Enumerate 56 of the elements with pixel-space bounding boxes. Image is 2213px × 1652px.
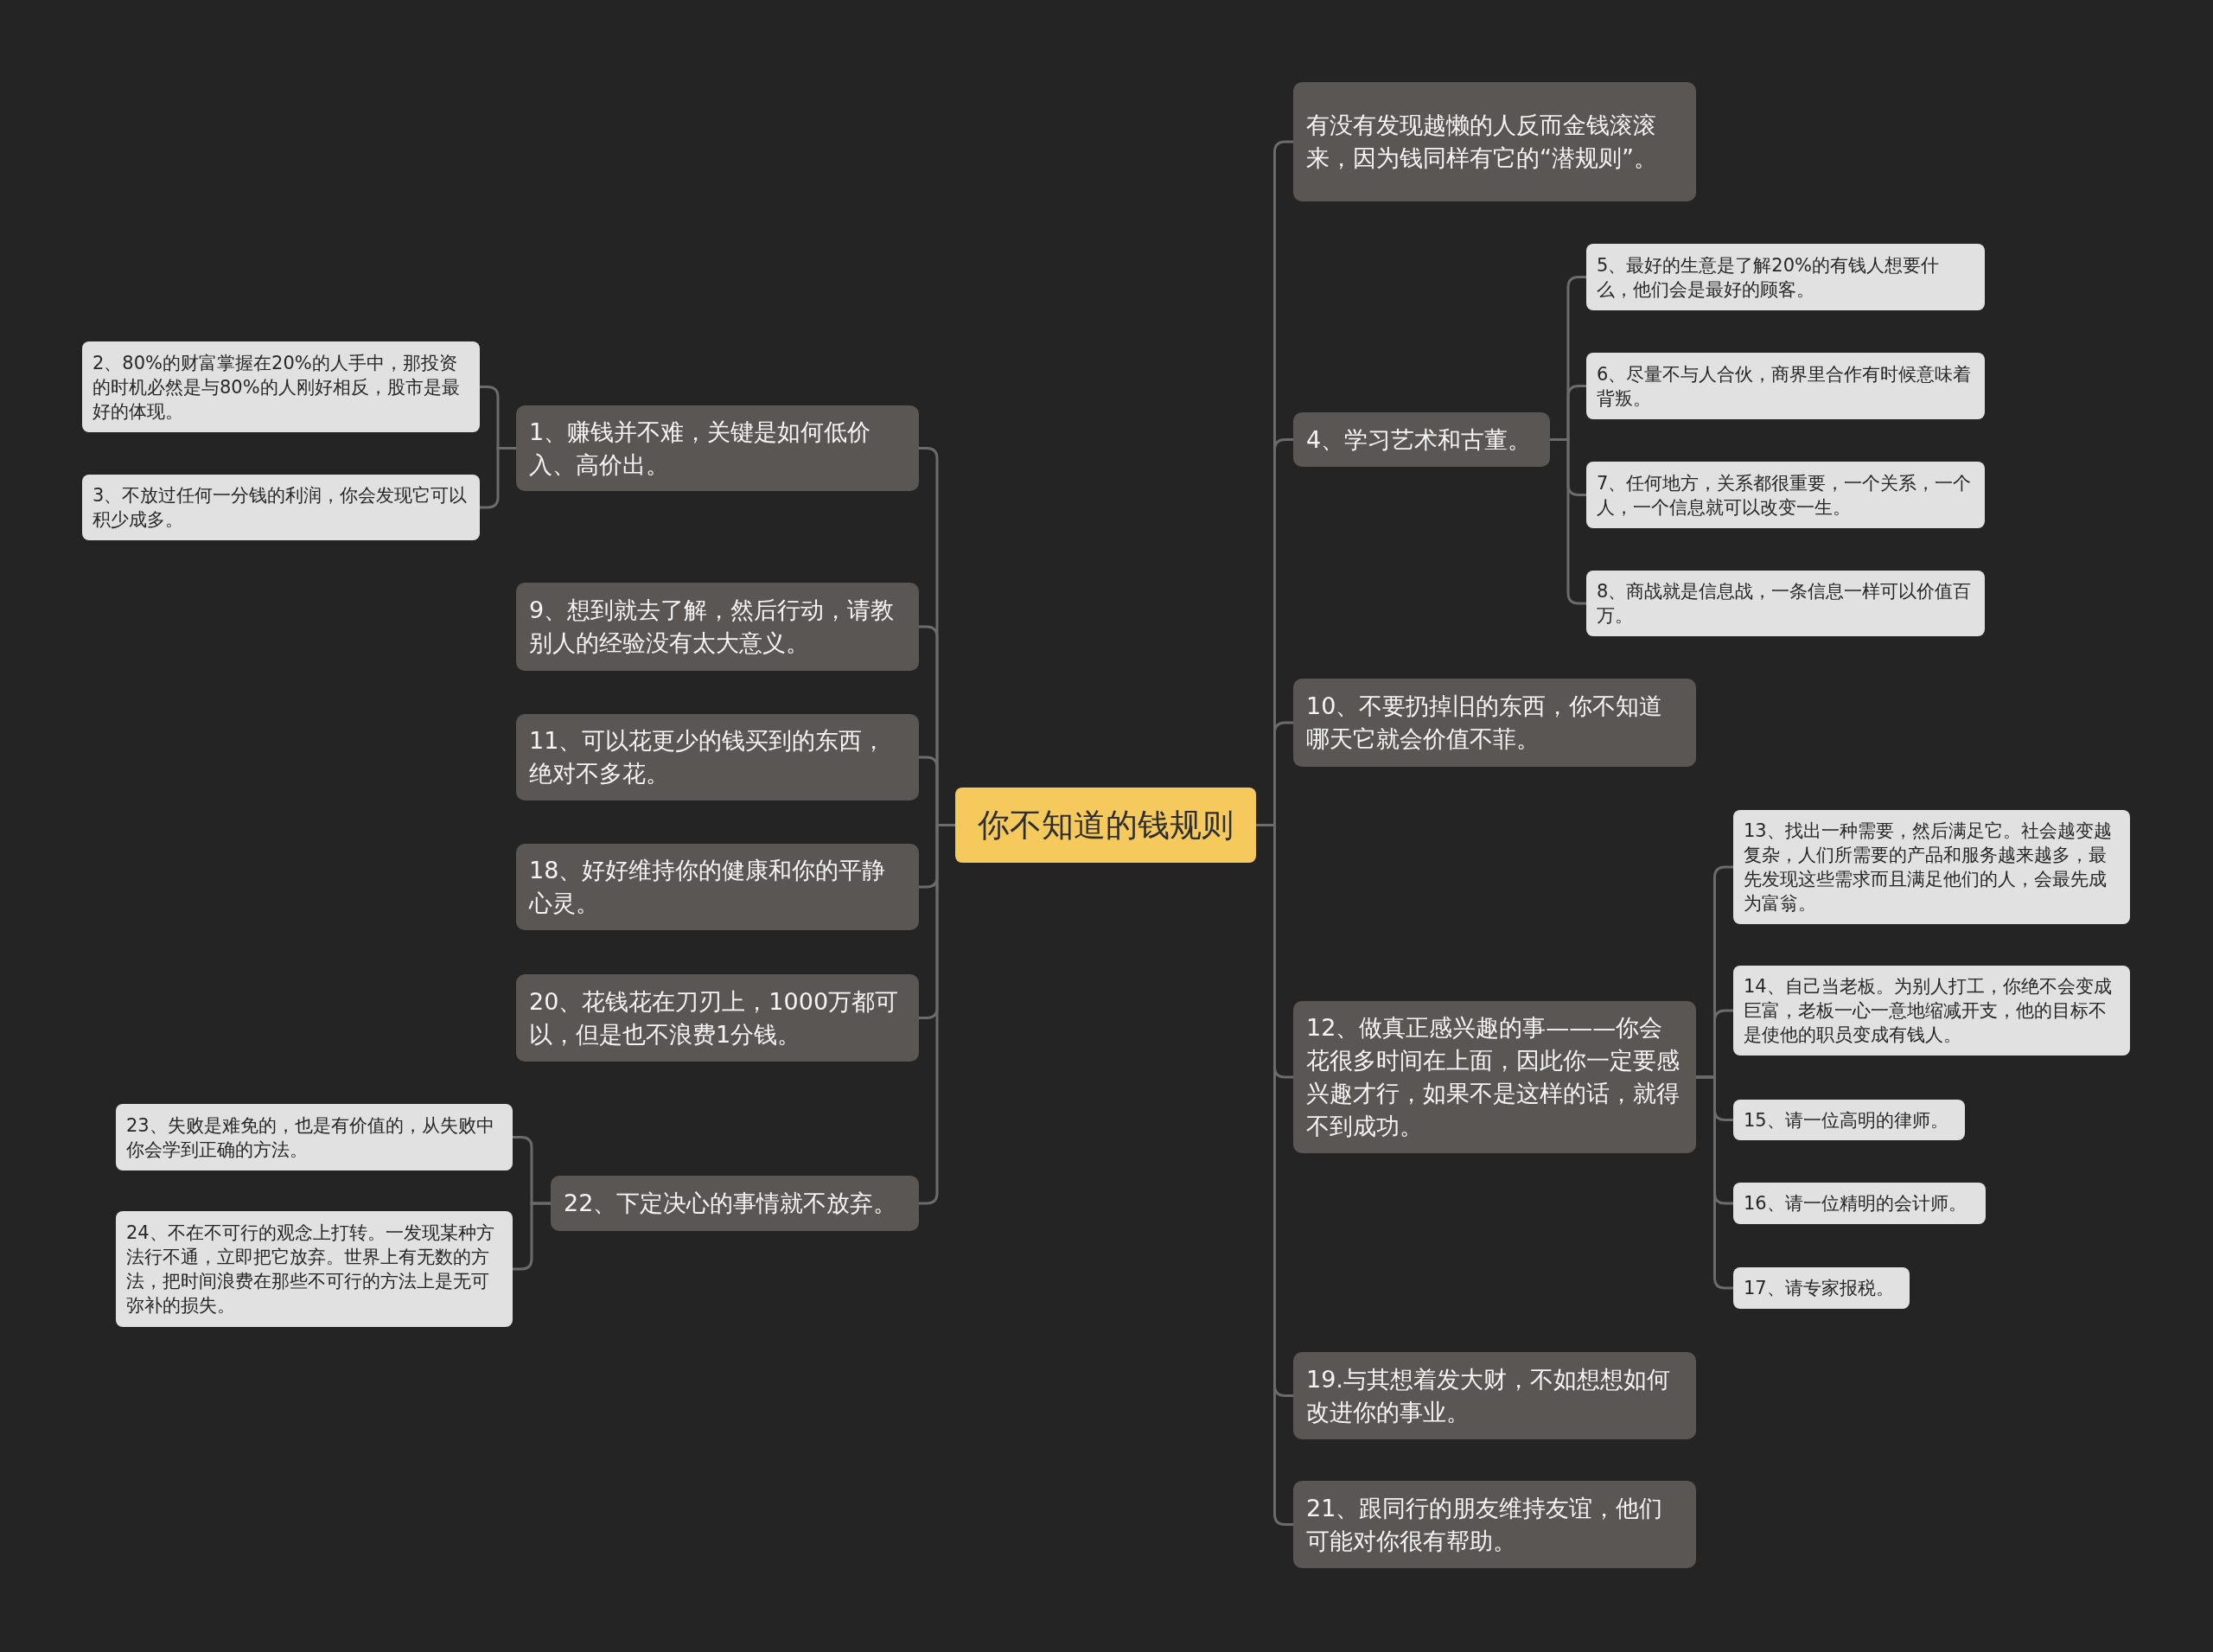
subtopic-box	[1586, 462, 1985, 528]
subtopic-text: 24、不在不可行的观念上打转。一发现某种方法行不通，立即把它放弃。世界上有无数的方法，把时间浪费在那些不可行的方法上是无可弥补的损失。	[126, 1221, 495, 1317]
main-topic-box	[516, 405, 919, 491]
main-topic-box	[1293, 1352, 1696, 1439]
subtopic-text: 14、自己当老板。为别人打工，你绝不会变成巨富，老板一心一意地缩减开支，他的目标不是使他的职员变成有钱人。	[1744, 975, 2113, 1047]
main-topic-text: 9、想到就去了解，然后行动，请教别人的经验没有太大意义。	[529, 596, 896, 658]
subtopic-text: 2、80%的财富掌握在20%的人手中，那投资的时机必然是与80%的人刚好相反，股市是最好的体现。	[92, 351, 461, 424]
subtopic-text: 3、不放过任何一分钱的利润，你会发现它可以积少成多。	[92, 484, 469, 532]
main-topic-text: 19.与其想着发大财，不如想想如何改进你的事业。	[1306, 1364, 1671, 1427]
subtopic-box	[1733, 1183, 1986, 1224]
subtopic-box	[1733, 1267, 1910, 1309]
main-topic-text: 4、学习艺术和古董。	[1306, 424, 1533, 455]
main-topic-text: 有没有发现越懒的人反而金钱滚滚来，因为钱同样有它的“潜规则”。	[1306, 111, 1658, 173]
subtopic-box	[116, 1104, 513, 1170]
main-topic-box	[1293, 1001, 1696, 1153]
subtopic-text: 23、失败是难免的，也是有价值的，从失败中你会学到正确的方法。	[126, 1113, 495, 1162]
subtopic-box	[1733, 966, 2130, 1056]
subtopic-text: 16、请一位精明的会计师。	[1744, 1192, 1967, 1215]
subtopic-box	[82, 475, 480, 540]
connector-line	[513, 1202, 551, 1271]
main-topic-text: 10、不要扔掉旧的东西，你不知道哪天它就会价值不菲。	[1306, 692, 1664, 754]
main-topic-box	[1293, 1481, 1696, 1568]
subtopic-box	[1586, 571, 1985, 636]
main-topic-text: 11、可以花更少的钱买到的东西，绝对不多花。	[529, 726, 887, 788]
subtopic-box	[116, 1211, 513, 1327]
connector-line	[919, 824, 955, 1205]
subtopic-text: 17、请专家报税。	[1744, 1277, 1895, 1300]
main-topic-text: 21、跟同行的朋友维持友谊，他们可能对你很有帮助。	[1306, 1493, 1664, 1556]
subtopic-box	[1586, 353, 1985, 419]
main-topic-text: 1、赚钱并不难，关键是如何低价入、高价出。	[529, 417, 872, 480]
subtopic-box	[1586, 244, 1985, 310]
central-topic-text: 你不知道的钱规则	[977, 805, 1234, 845]
subtopic-box	[1733, 810, 2130, 924]
main-topic-box	[516, 844, 919, 930]
main-topic-text: 22、下定决心的事情就不放弃。	[564, 1189, 898, 1218]
subtopic-text: 15、请一位高明的律师。	[1744, 1108, 1949, 1132]
main-topic-text: 12、做真正感兴趣的事———你会花很多时间在上面，因此你一定要感兴趣才行，如果不是这样的话，就得不到成功。	[1306, 1013, 1680, 1141]
subtopic-text: 5、最好的生意是了解20%的有钱人想要什么，他们会是最好的顾客。	[1597, 253, 1941, 302]
subtopic-box	[82, 341, 480, 432]
subtopic-text: 6、尽量不与人合伙，商界里合作有时候意味着背叛。	[1597, 362, 1973, 411]
subtopic-text: 7、任何地方，关系都很重要，一个关系，一个人，一个信息就可以改变一生。	[1597, 471, 1973, 520]
main-topic-text: 20、花钱花在刀刃上，1000万都可以，但是也不浪费1分钱。	[529, 986, 900, 1049]
main-topic-box	[516, 974, 919, 1062]
main-topic-text: 18、好好维持你的健康和你的平静心灵。	[529, 856, 887, 918]
main-topic-box	[1293, 679, 1696, 767]
main-topic-box	[551, 1176, 919, 1231]
main-topic-box	[1293, 412, 1550, 467]
main-topic-box	[516, 583, 919, 671]
subtopic-text: 13、找出一种需要，然后满足它。社会越变越复杂，人们所需要的产品和服务越来越多，最先发现这些需求而且满足他们的人，会最先成为富翁。	[1744, 820, 2113, 915]
subtopic-box	[1733, 1100, 1965, 1140]
main-topic-box	[1293, 82, 1696, 201]
connector-line	[480, 447, 516, 509]
central-topic-box	[955, 788, 1256, 863]
connector-line	[1550, 438, 1586, 605]
main-topic-box	[516, 714, 919, 800]
subtopic-text: 8、商战就是信息战，一条信息一样可以价值百万。	[1597, 580, 1973, 628]
